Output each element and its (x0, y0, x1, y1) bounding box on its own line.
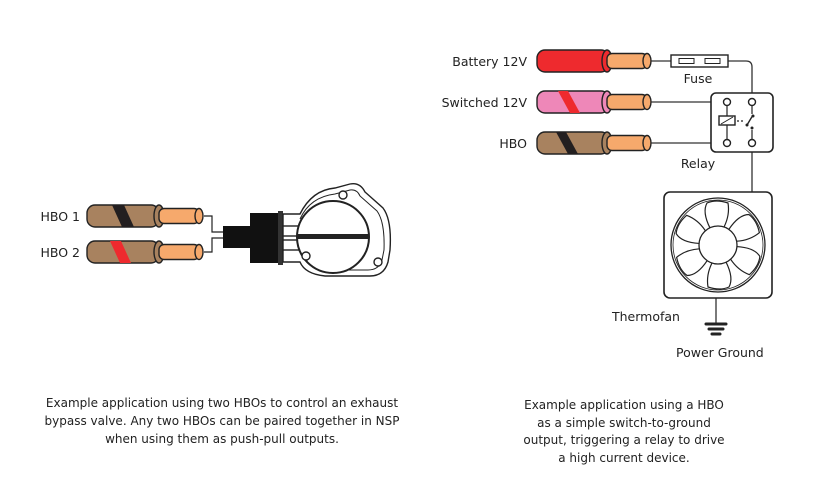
svg-text:Example application using two: Example application using two HBOs to co… (46, 396, 398, 410)
hbo1-wire (86, 204, 204, 228)
svg-text:as a simple switch-to-ground: as a simple switch-to-ground (537, 416, 711, 430)
left-caption: Example application using two HBOs to co… (45, 396, 400, 446)
svg-text:bypass valve. Any two HBOs can: bypass valve. Any two HBOs can be paired… (45, 414, 400, 428)
relay (710, 92, 774, 153)
hbo2-wire (86, 240, 204, 264)
fuse (670, 54, 729, 68)
svg-text:Example application using a HB: Example application using a HBO (524, 398, 724, 412)
thermofan (663, 191, 773, 299)
relay-label: Relay (681, 156, 716, 171)
battery-wire (536, 49, 652, 73)
svg-text:when using them as push-pull o: when using them as push-pull outputs. (105, 432, 339, 446)
ground-label: Power Ground (676, 345, 764, 360)
hbo2-label: HBO 2 (40, 245, 80, 260)
svg-text:a high current device.: a high current device. (558, 451, 689, 465)
valve-leads (204, 215, 224, 253)
hbo1-label: HBO 1 (40, 209, 80, 224)
hbo-wire (536, 131, 652, 155)
fuse-label: Fuse (684, 71, 713, 86)
exhaust-valve (223, 182, 392, 277)
right-caption: Example application using a HBO as a sim… (523, 398, 724, 465)
hbo-label: HBO (499, 136, 527, 151)
thermofan-label: Thermofan (611, 309, 680, 324)
switched-label: Switched 12V (442, 95, 528, 110)
ground-icon (704, 322, 728, 336)
hbo2-band (110, 241, 131, 263)
hbo1-band (112, 205, 134, 227)
svg-text:output, triggering a relay to: output, triggering a relay to drive (523, 433, 724, 447)
switched-wire (536, 90, 652, 114)
battery-label: Battery 12V (452, 54, 527, 69)
